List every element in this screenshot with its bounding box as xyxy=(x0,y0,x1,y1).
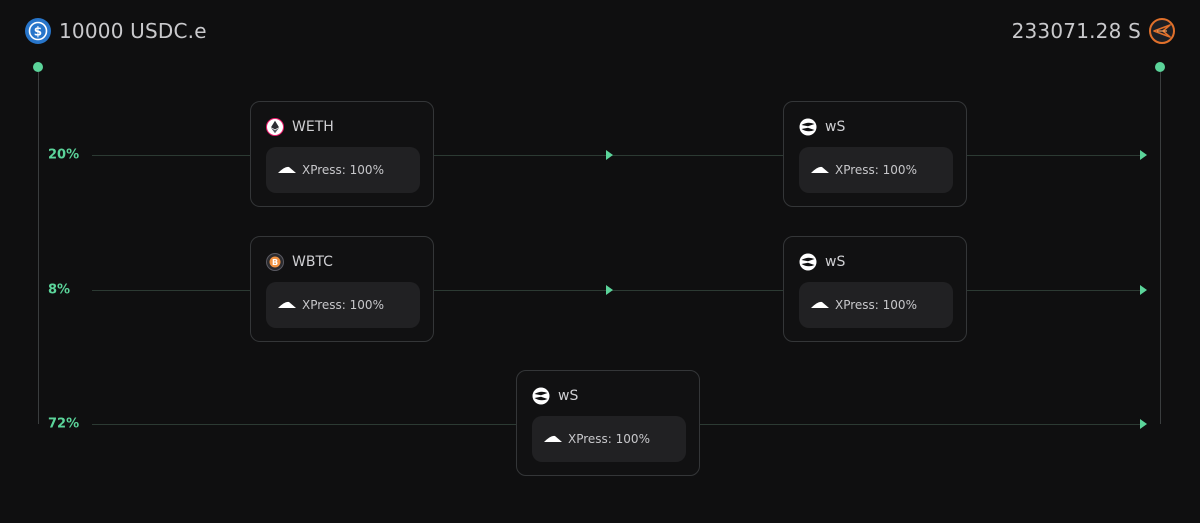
route-arrow-icon xyxy=(1140,150,1147,160)
xpress-icon xyxy=(811,301,829,309)
hop-token-label: WETH xyxy=(292,119,334,135)
destination-amount: 233071.28 S xyxy=(1011,19,1141,43)
hop-card-wbtc[interactable]: B WBTC XPress: 100% xyxy=(250,236,434,342)
source-amount: 10000 USDC.e xyxy=(59,19,207,43)
hop-card-weth[interactable]: WETH XPress: 100% xyxy=(250,101,434,207)
source-dot xyxy=(33,62,43,72)
pool-label: XPress: 100% xyxy=(835,298,917,312)
route-arrow-icon xyxy=(606,285,613,295)
route-arrow-icon xyxy=(1140,419,1147,429)
pool-label: XPress: 100% xyxy=(302,163,384,177)
hop-token-label: wS xyxy=(558,388,579,404)
sonic-icon xyxy=(1149,18,1175,44)
xpress-icon xyxy=(278,301,296,309)
route-percent: 8% xyxy=(48,282,71,298)
route-arrow-icon xyxy=(1140,285,1147,295)
xpress-icon xyxy=(811,166,829,174)
hop-card-ws[interactable]: wS XPress: 100% xyxy=(783,236,967,342)
pool-chip: XPress: 100% xyxy=(266,147,420,193)
pool-label: XPress: 100% xyxy=(568,432,650,446)
xpress-icon xyxy=(278,166,296,174)
pool-chip: XPress: 100% xyxy=(532,416,686,462)
route-percent: 20% xyxy=(48,147,80,163)
pool-label: XPress: 100% xyxy=(835,163,917,177)
destination-dot xyxy=(1155,62,1165,72)
pool-chip: XPress: 100% xyxy=(799,282,953,328)
source-token: $ 10000 USDC.e xyxy=(25,18,207,44)
hop-token-label: WBTC xyxy=(292,254,333,270)
route-line xyxy=(92,155,1140,156)
hop-token-label: wS xyxy=(825,254,846,270)
ws-icon xyxy=(799,253,817,271)
svg-text:$: $ xyxy=(34,25,43,39)
usdc-icon: $ xyxy=(25,18,51,44)
hop-card-ws[interactable]: wS XPress: 100% xyxy=(783,101,967,207)
weth-icon xyxy=(266,118,284,136)
destination-token: 233071.28 S xyxy=(1012,18,1175,44)
destination-rail xyxy=(1160,72,1161,424)
pool-chip: XPress: 100% xyxy=(266,282,420,328)
hop-token-label: wS xyxy=(825,119,846,135)
pool-chip: XPress: 100% xyxy=(799,147,953,193)
xpress-icon xyxy=(544,435,562,443)
route-arrow-icon xyxy=(606,150,613,160)
pool-label: XPress: 100% xyxy=(302,298,384,312)
source-rail xyxy=(38,72,39,424)
svg-text:B: B xyxy=(272,258,278,267)
route-line xyxy=(92,290,1140,291)
ws-icon xyxy=(532,387,550,405)
route-percent: 72% xyxy=(48,416,80,432)
hop-card-ws[interactable]: wS XPress: 100% xyxy=(516,370,700,476)
wbtc-icon: B xyxy=(266,253,284,271)
ws-icon xyxy=(799,118,817,136)
